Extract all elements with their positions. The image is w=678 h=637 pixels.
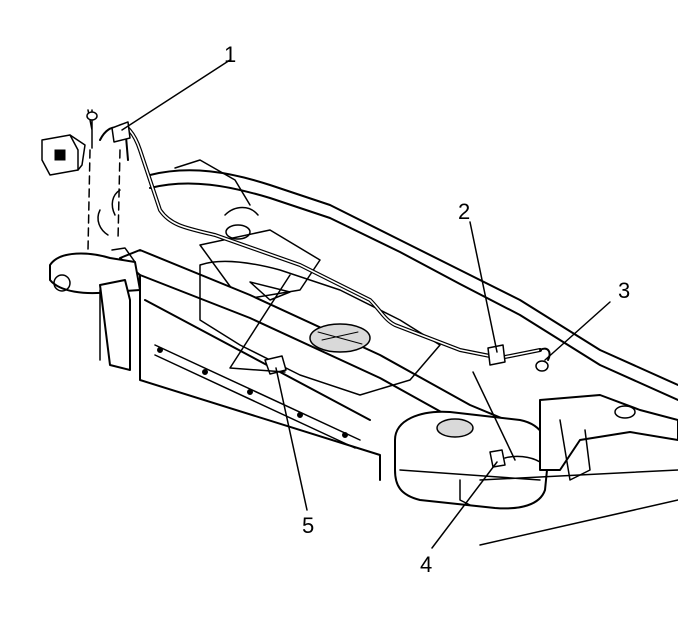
callout-label-1: 1 (224, 42, 236, 67)
line-retainer-clip (229, 274, 291, 375)
fuel-tank-area (199, 260, 441, 396)
mounting-bracket-left (41, 109, 121, 251)
leader-line-1 (121, 59, 231, 131)
evap-canister (394, 410, 550, 510)
frame-rear-right (479, 394, 678, 546)
leader-line-2 (469, 221, 498, 353)
fuel-line-assembly (99, 121, 551, 372)
frame-front-end (49, 189, 141, 371)
leader-line-5 (275, 367, 308, 511)
frame-rail-rear (149, 159, 678, 401)
callout-leaders (121, 59, 611, 549)
callout-label-2: 2 (458, 199, 470, 224)
leader-line-4 (431, 461, 498, 549)
callout-labels: 1 2 3 4 5 (224, 42, 630, 577)
callout-label-4: 4 (420, 552, 432, 577)
callout-label-5: 5 (302, 513, 314, 538)
leader-line-4b (472, 371, 516, 461)
frame-rail-main (119, 249, 531, 481)
leader-line-3 (544, 301, 611, 361)
callout-label-3: 3 (618, 278, 630, 303)
